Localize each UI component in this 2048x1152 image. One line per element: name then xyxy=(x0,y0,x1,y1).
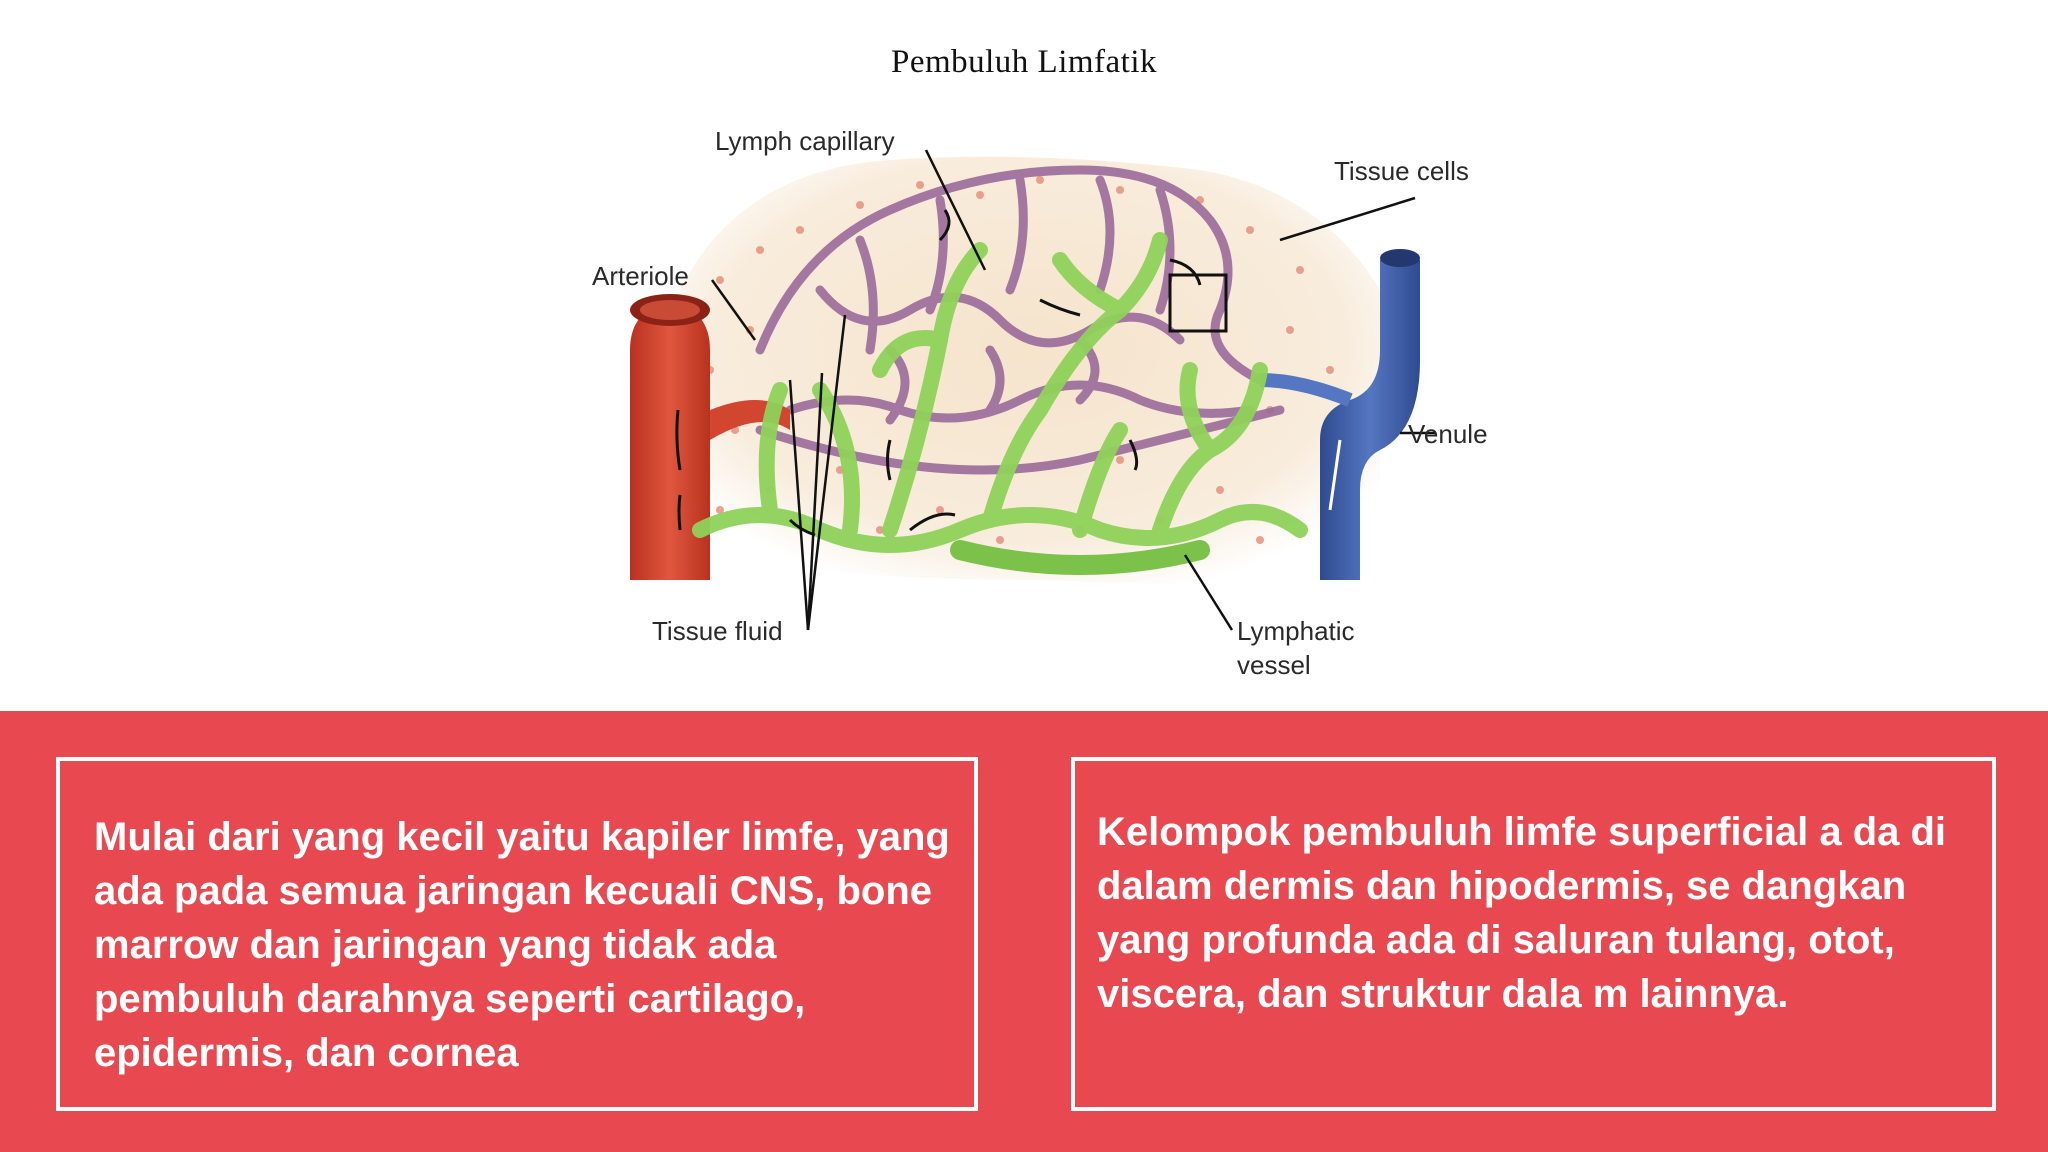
label-tissue-fluid: Tissue fluid xyxy=(652,616,783,646)
lymphatic-vessel-diagram: Lymph capillary Tissue cells Arteriole V… xyxy=(560,110,1520,690)
label-lymph-capillary: Lymph capillary xyxy=(715,126,895,156)
slide-title: Pembuluh Limfatik xyxy=(890,44,1158,80)
label-venule: Venule xyxy=(1408,419,1488,449)
text-box-right: Kelompok pembuluh limfe superficial a da… xyxy=(1071,757,1996,1111)
label-lymphatic-vessel-line2: vessel xyxy=(1237,650,1311,680)
label-tissue-cells: Tissue cells xyxy=(1334,156,1469,186)
arteriole-vessel xyxy=(630,294,790,580)
lymph-capillaries xyxy=(692,232,1308,553)
venule-vessel xyxy=(1259,249,1420,580)
text-panel-background xyxy=(0,711,2048,1152)
label-lymphatic-vessel-line1: Lymphatic xyxy=(1237,616,1355,646)
label-arteriole: Arteriole xyxy=(592,261,689,291)
text-box-left: Mulai dari yang kecil yaitu kapiler limf… xyxy=(56,757,978,1111)
leader-lines xyxy=(710,149,1436,631)
left-description: Mulai dari yang kecil yaitu kapiler limf… xyxy=(94,815,950,1075)
lymphatic-vessel-path xyxy=(950,540,1210,575)
right-description: Kelompok pembuluh limfe superficial a da… xyxy=(1097,810,1947,1016)
detail-box xyxy=(1168,273,1228,333)
flow-arrows xyxy=(675,209,1202,537)
